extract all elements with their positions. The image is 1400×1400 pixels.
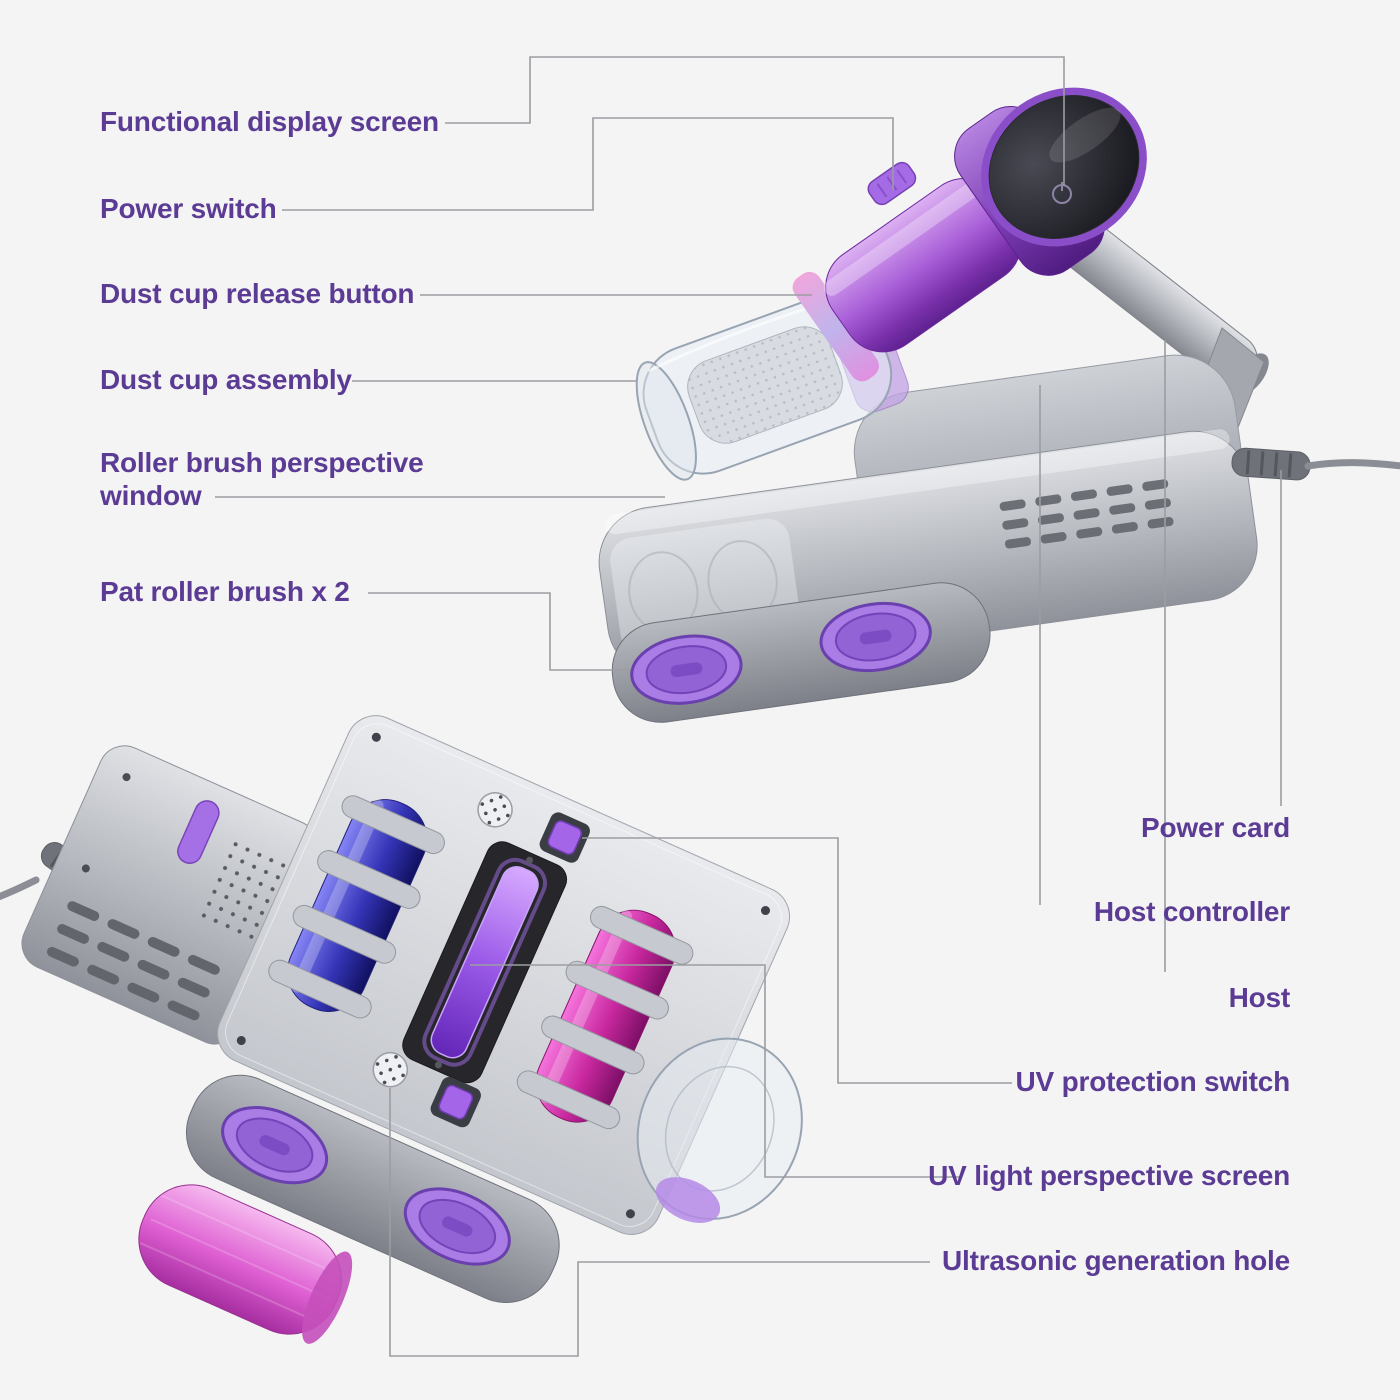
power-cord xyxy=(1231,447,1400,481)
label-power-switch: Power switch xyxy=(100,193,277,224)
callout-power-switch xyxy=(282,117,894,211)
callout-uv-protection-switch xyxy=(582,837,1012,1084)
power-icon xyxy=(1052,182,1072,204)
label-dust-cup-release-button: Dust cup release button xyxy=(100,278,415,309)
top-view-illustration xyxy=(598,87,1400,723)
roller-guard-ribs xyxy=(268,795,694,1130)
host-base xyxy=(598,354,1258,723)
pat-roller-blue xyxy=(286,799,428,1012)
power-switch-part xyxy=(867,161,917,206)
pat-roller-cap xyxy=(221,1106,329,1185)
pat-roller-magenta xyxy=(535,909,676,1123)
dust-cup-release-ring xyxy=(792,271,879,382)
pat-roller-cap xyxy=(403,1187,511,1266)
pink-roller xyxy=(138,1184,353,1344)
uv-protection-switch-top xyxy=(539,812,590,863)
callout-lines xyxy=(215,56,1282,1357)
ultrasonic-hole-top xyxy=(477,792,513,828)
base-vents xyxy=(999,479,1174,549)
label-roller-brush-window: Roller brush perspective window xyxy=(100,447,424,512)
uv-protection-switch-bottom xyxy=(430,1076,481,1128)
pat-roller-cap xyxy=(630,634,743,705)
callout-functional-display-screen xyxy=(445,56,1065,186)
label-ultrasonic-generation-hole: Ultrasonic generation hole xyxy=(942,1245,1290,1276)
label-functional-display-screen: Functional display screen xyxy=(100,106,439,137)
label-uv-protection-switch: UV protection switch xyxy=(1015,1066,1291,1097)
ultrasonic-hole-bottom xyxy=(372,1051,409,1088)
callout-uv-light-perspective-screen xyxy=(470,964,962,1178)
label-pat-roller-brush: Pat roller brush x 2 xyxy=(100,576,350,607)
callout-pat-roller-brush xyxy=(368,592,630,671)
uv-light-window xyxy=(402,841,568,1084)
release-latch xyxy=(177,800,220,864)
callout-ultrasonic-generation-hole xyxy=(389,1088,930,1357)
label-uv-light-perspective-screen: UV light perspective screen xyxy=(928,1160,1290,1191)
dust-cup-bottom xyxy=(636,1037,803,1223)
bottom-view-illustration xyxy=(0,715,803,1344)
label-host-controller: Host controller xyxy=(1093,896,1290,927)
label-power-card: Power card xyxy=(1141,812,1290,843)
label-dust-cup-assembly: Dust cup assembly xyxy=(100,364,352,395)
pat-roller-cap xyxy=(819,601,932,673)
label-host: Host xyxy=(1228,982,1291,1013)
